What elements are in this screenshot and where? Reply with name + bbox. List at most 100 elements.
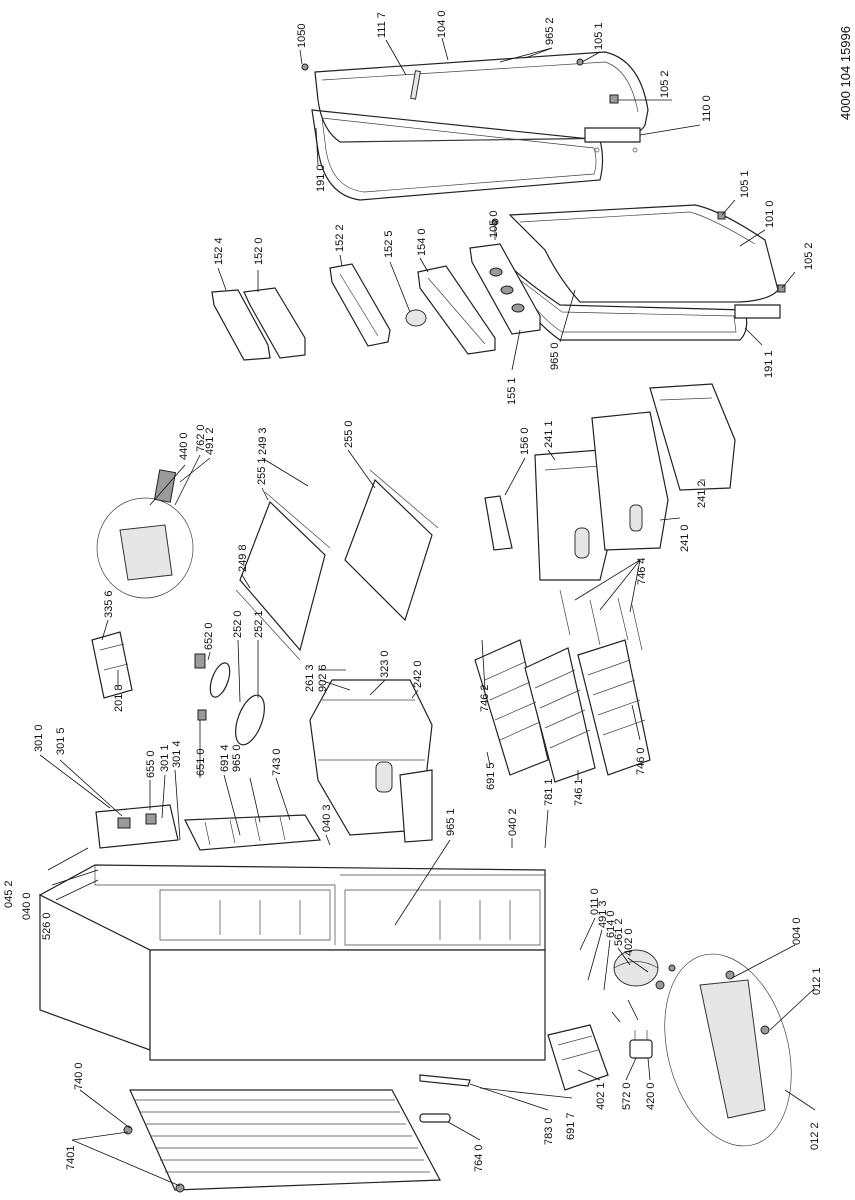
label-651-0: 651 0	[195, 748, 207, 776]
label-402-1: 402 1	[595, 1082, 607, 1110]
door-gasket-upper	[311, 109, 604, 201]
label-783-0: 783 0	[543, 1117, 555, 1145]
vegetable-drawer-241-0	[591, 411, 669, 551]
label-101-0: 101 0	[764, 200, 776, 228]
label-011-0: 011 0	[589, 888, 601, 915]
control-board-301	[95, 804, 179, 849]
label-004-0: 004 0	[791, 917, 803, 945]
label-301-0: 301 0	[33, 724, 45, 752]
label-105-2a: 105 2	[659, 70, 671, 98]
label-420-0: 420 0	[645, 1082, 657, 1110]
label-154-0: 154 0	[416, 228, 428, 256]
label-762-0: 762 0	[195, 424, 207, 452]
vegetable-drawer-241-1	[534, 449, 613, 581]
control-panel-callout	[96, 469, 194, 599]
label-105-1b: 105 1	[739, 170, 751, 198]
label-965-0b: 965 0	[231, 744, 243, 772]
label-105-2b: 105 2	[803, 242, 815, 270]
document-id: 4000 104 15996	[838, 26, 853, 120]
label-301-1: 301 1	[159, 744, 171, 772]
label-242-0: 242 0	[412, 660, 424, 688]
label-652-0: 652 0	[203, 622, 215, 650]
label-152-5: 152 5	[383, 230, 395, 258]
door-shelf-155-1	[469, 243, 541, 335]
label-301-5: 301 5	[55, 727, 67, 755]
label-491-3: 491 3	[597, 900, 609, 928]
label-111-7: 111 7	[376, 12, 388, 38]
label-614-0: 614 0	[605, 910, 617, 938]
label-040-3: 040 3	[321, 804, 333, 832]
label-7401: 7401	[65, 1146, 77, 1170]
wire-baskets-746	[474, 589, 651, 783]
label-012-2: 012 2	[809, 1122, 821, 1150]
label-252-0: 252 0	[232, 610, 244, 638]
label-191-1: 191 1	[763, 350, 775, 378]
label-241-0: 241 0	[679, 524, 691, 552]
label-743-0: 743 0	[271, 748, 283, 776]
condenser-740-0	[123, 1089, 441, 1193]
label-045-2: 045 2	[3, 880, 15, 908]
door-shelf-152-4	[211, 287, 306, 361]
fan-unit-335-6	[91, 631, 133, 699]
door-hinge-upper	[301, 58, 641, 153]
label-740-0: 740 0	[73, 1062, 85, 1090]
label-902-6: 902 6	[317, 664, 329, 692]
label-965-0a: 965 0	[549, 342, 561, 370]
label-110-0: 110 0	[701, 95, 713, 122]
label-105-1a: 105 1	[593, 22, 605, 50]
label-152-2: 152 2	[334, 224, 346, 252]
label-746-0: 746 0	[635, 747, 647, 775]
relay-box-402-1	[547, 1024, 609, 1091]
part-labels: 4000 104 15996 1050 111 7 104 0 965 2 10…	[3, 10, 853, 1172]
fridge-door-lower	[508, 204, 779, 303]
label-040-2: 040 2	[507, 808, 519, 836]
label-249-8: 249 8	[237, 544, 249, 572]
label-746-4: 746 4	[636, 557, 648, 585]
capacitor-572-0	[629, 1030, 653, 1059]
door-hinge-lower	[491, 211, 786, 319]
label-241-1: 241 1	[543, 420, 555, 448]
leader-lines	[39, 37, 816, 1187]
label-561-2: 561 2	[613, 918, 625, 946]
label-040-0: 040 0	[21, 892, 33, 920]
label-965-2: 965 2	[544, 17, 556, 45]
label-156-0: 156 0	[519, 427, 531, 455]
label-402-0: 402 0	[623, 928, 635, 956]
label-104-0: 104 0	[436, 10, 448, 38]
lamp-652-252	[194, 653, 265, 746]
label-301-4: 301 4	[171, 740, 183, 768]
label-249-3: 249 3	[257, 427, 269, 455]
label-691-4: 691 4	[219, 744, 231, 772]
label-152-4: 152 4	[213, 237, 225, 265]
door-shelf-152-2	[329, 263, 391, 347]
glass-shelf-255-0	[344, 469, 439, 622]
compressor-561-2	[613, 949, 676, 990]
door-shelf-154-0	[405, 265, 496, 355]
air-duct-743-0	[184, 814, 322, 851]
label-781-1: 781 1	[543, 778, 555, 806]
label-335-6: 335 6	[103, 590, 115, 618]
freezer-drawer-242-0	[309, 679, 433, 843]
label-255-1: 255 1	[256, 457, 268, 485]
drain-tube-783-764	[419, 1074, 471, 1123]
label-152-0: 152 0	[253, 237, 265, 265]
label-261-3: 261 3	[304, 664, 316, 692]
label-655-0: 655 0	[145, 750, 157, 778]
label-252-1: 252 1	[253, 610, 265, 638]
label-691-7: 691 7	[565, 1112, 577, 1140]
wire-bits	[611, 999, 639, 1023]
plate-callout-004	[664, 953, 792, 1147]
glass-shelf-255-1	[235, 491, 331, 661]
vegetable-drawer-241-2	[649, 383, 736, 491]
egg-tray-156-0	[484, 495, 513, 551]
label-691-5: 691 5	[485, 762, 497, 790]
label-440-0: 440 0	[178, 432, 190, 460]
label-491-2: 491 2	[204, 427, 216, 455]
label-764-0: 764 0	[473, 1144, 485, 1172]
label-201-8: 201 8	[113, 684, 125, 712]
label-155-1: 155 1	[506, 377, 518, 405]
label-1050: 1050	[296, 24, 308, 48]
label-012-1: 012 1	[811, 967, 823, 995]
label-323-0: 323 0	[379, 650, 391, 678]
